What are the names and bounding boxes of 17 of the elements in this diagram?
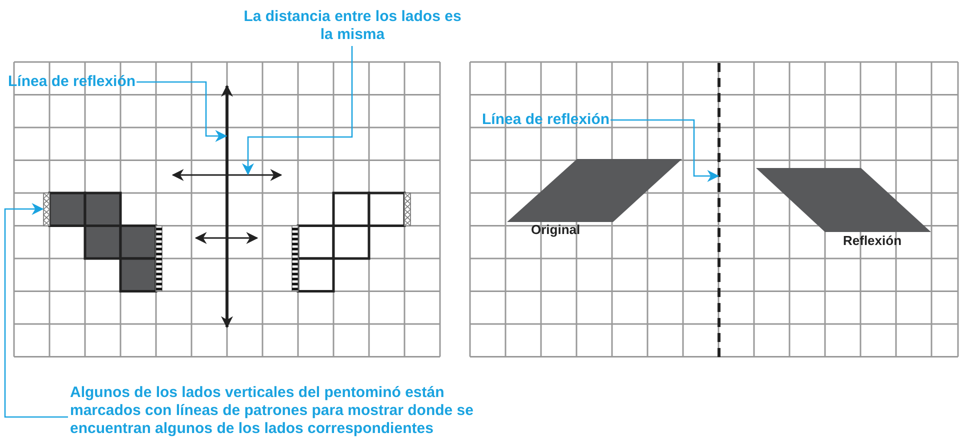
callout-text: Línea de reflexión <box>8 73 136 91</box>
parallelogram-shape <box>756 168 931 232</box>
leader-line <box>242 46 353 176</box>
callout-text: La distancia entre los lados es la misma <box>240 8 465 44</box>
shape-label: Original <box>531 222 580 237</box>
callout-text: Línea de reflexión <box>482 111 610 129</box>
callout-text: Algunos de los lados verticales del pentominó están marcados con líneas de patrones para mostrar donde se encuentran algunos de los lados correspondientes <box>70 384 510 438</box>
parallelogram-shape <box>507 159 682 222</box>
leader-line <box>136 81 228 142</box>
pentomino-drawing <box>42 192 162 292</box>
reflection-line <box>718 63 720 357</box>
reflection-axis-arrow <box>221 84 233 328</box>
shape-label: Reflexión <box>843 233 902 248</box>
leader-line <box>4 203 68 418</box>
pentomino-drawing <box>292 192 412 292</box>
leader-line <box>610 119 720 182</box>
dimension-line <box>172 169 282 181</box>
